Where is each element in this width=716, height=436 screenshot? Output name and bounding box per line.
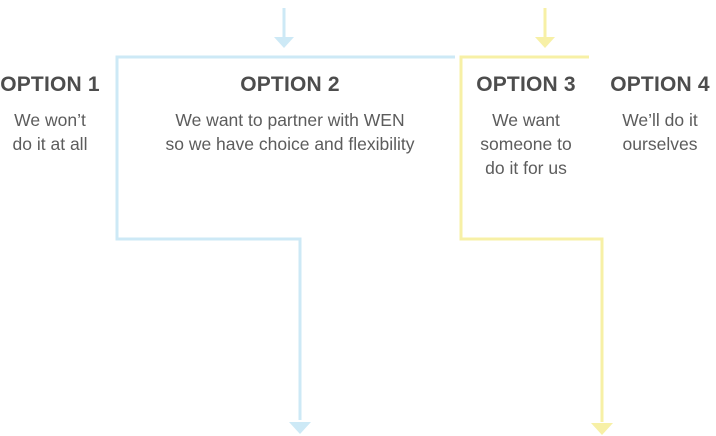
option-4-description: We’ll do it ourselves (604, 108, 716, 156)
option-2-title: OPTION 2 (240, 73, 340, 96)
option-2-line-2: so we have choice and flexibility (165, 134, 415, 154)
option-3-line-1: We want (492, 110, 560, 130)
yellow-exit-arrowhead (591, 423, 613, 435)
option-4-title: OPTION 4 (610, 73, 710, 96)
option-3-title: OPTION 3 (476, 73, 576, 96)
option-1: OPTION 1 We won’t do it at all (0, 72, 100, 156)
yellow-bracket-path (459, 55, 604, 422)
option-1-line-1: We won’t (14, 110, 86, 130)
blue-entry-arrowhead (274, 37, 294, 48)
option-2: OPTION 2 We want to partner with WEN so … (140, 72, 440, 156)
option-1-title: OPTION 1 (0, 73, 100, 96)
blue-exit-arrowhead (289, 422, 311, 434)
option-2-description: We want to partner with WEN so we have c… (140, 108, 440, 156)
option-3-line-2: someone to (480, 134, 572, 154)
option-4: OPTION 4 We’ll do it ourselves (604, 72, 716, 156)
option-1-description: We won’t do it at all (0, 108, 100, 156)
option-1-line-2: do it at all (12, 134, 88, 154)
option-4-line-1: We’ll do it (622, 110, 698, 130)
option-2-line-1: We want to partner with WEN (175, 110, 405, 130)
option-3: OPTION 3 We want someone to do it for us (466, 72, 586, 180)
option-3-description: We want someone to do it for us (466, 108, 586, 180)
blue-bracket-path (115, 55, 455, 420)
option-3-line-3: do it for us (485, 158, 567, 178)
option-4-line-2: ourselves (622, 134, 698, 154)
yellow-entry-arrowhead (535, 37, 555, 48)
